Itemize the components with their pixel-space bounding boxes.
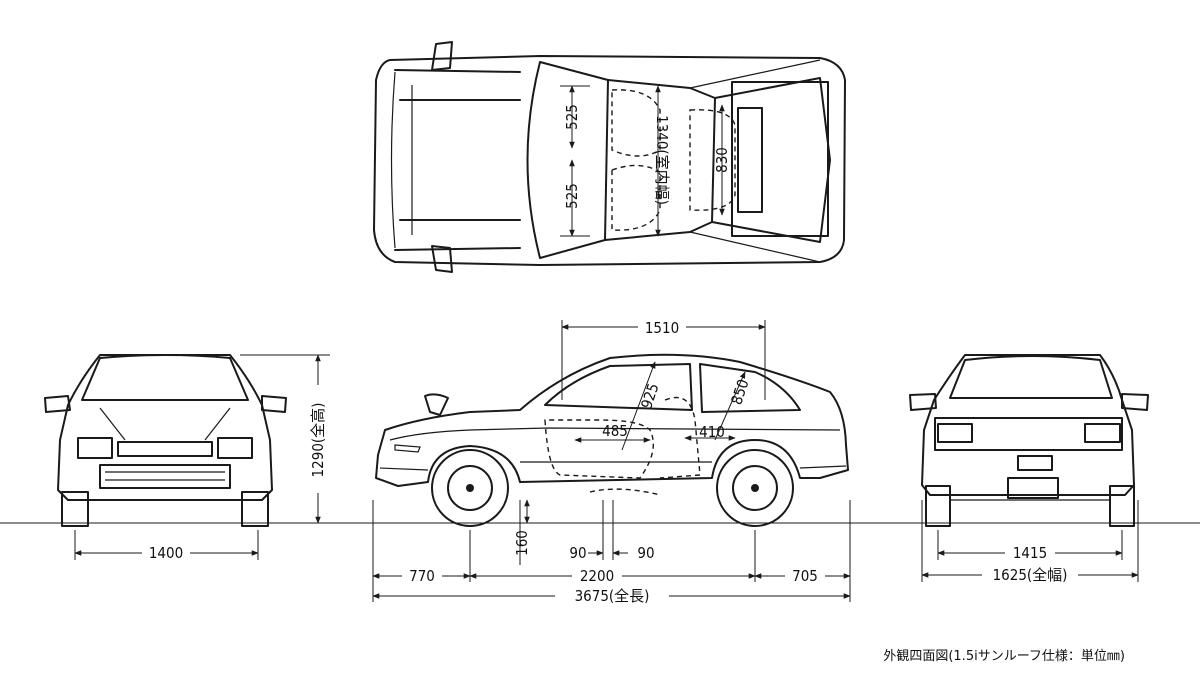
side-seat-offset-left-dim: 90 <box>569 544 586 562</box>
side-cabin-length-dim: 1510 <box>645 319 679 337</box>
side-rear-overhang-dim: 705 <box>792 567 818 585</box>
diagram-caption: 外観四面図(1.5iサンルーフ仕様：単位㎜) <box>883 648 1125 664</box>
side-rear-headroom-dim: 850 <box>727 377 752 407</box>
side-rear-seat-dim: 410 <box>699 423 725 441</box>
front-height-dim: 1290(全高) <box>309 403 327 478</box>
top-cabin-width-dim: 1340(室内幅) <box>653 115 671 205</box>
top-view: 525 525 1340(室内幅) 830 <box>373 41 846 273</box>
side-overall-length-dim: 3675(全長) <box>575 587 650 605</box>
side-wheelbase-dim: 2200 <box>580 567 614 585</box>
front-view: 1400 1290(全高) <box>44 354 330 562</box>
front-track-dim: 1400 <box>149 544 183 562</box>
rear-width-dim: 1625(全幅) <box>993 566 1068 584</box>
rear-track-dim: 1415 <box>1013 544 1047 562</box>
side-front-seat-dim: 485 <box>602 422 628 440</box>
side-front-headroom-dim: 925 <box>637 381 662 411</box>
rear-view: 1415 1625(全幅) <box>909 354 1149 584</box>
top-seat-rear-dim: 525 <box>563 183 581 209</box>
side-seat-offset-right-dim: 90 <box>637 544 654 562</box>
top-rear-opening-dim: 830 <box>713 147 731 173</box>
side-ground-clearance-dim: 160 <box>513 530 531 556</box>
side-front-overhang-dim: 770 <box>409 567 435 585</box>
side-view: 1510 925 850 485 410 160 90 90 770 2200 … <box>372 318 851 605</box>
top-seat-front-dim: 525 <box>563 104 581 130</box>
